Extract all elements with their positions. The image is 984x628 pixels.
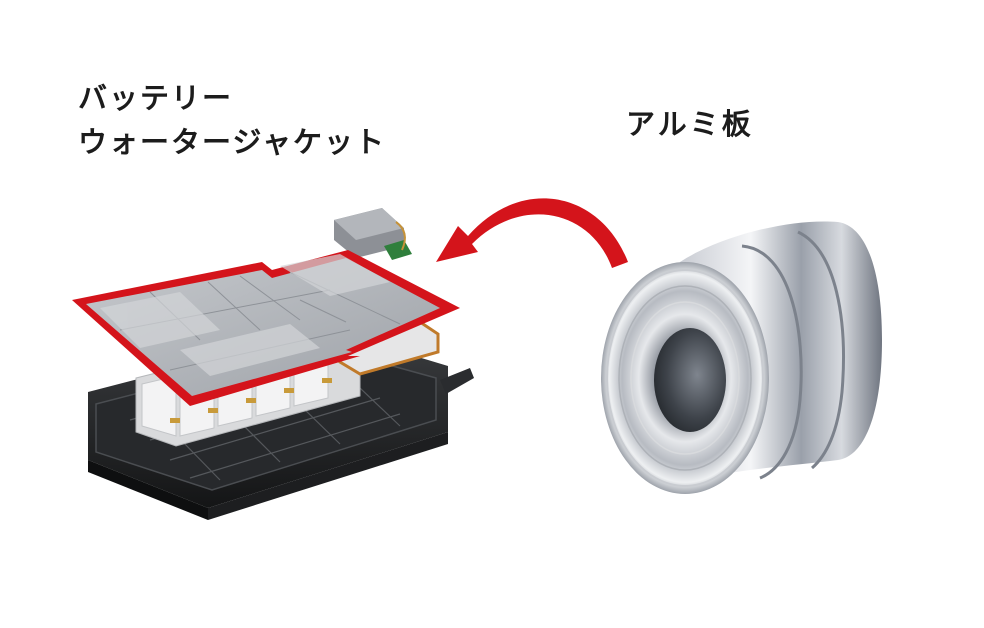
curved-arrow-icon (436, 198, 628, 268)
battery-label-line1: バッテリー (78, 81, 234, 115)
water-jacket-layer (72, 250, 460, 406)
aluminum-sheet-label: アルミ板 (626, 107, 754, 141)
battery-water-jacket-label: バッテリー ウォータージャケット (78, 76, 386, 164)
bms-unit (334, 208, 412, 260)
battery-pack-exploded-icon (72, 208, 474, 520)
battery-label-line2: ウォータージャケット (78, 125, 386, 159)
aluminum-coil-icon (601, 221, 882, 494)
